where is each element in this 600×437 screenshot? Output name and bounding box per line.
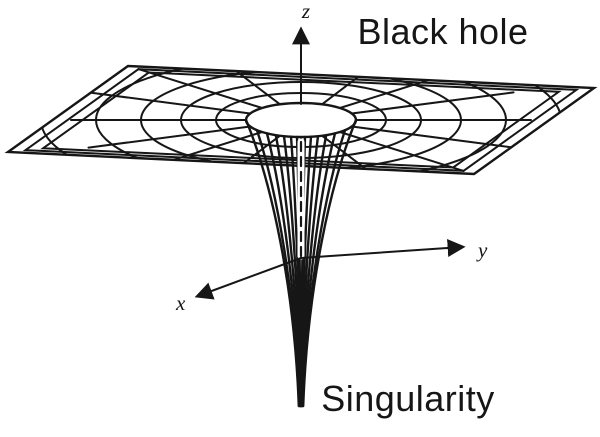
y-axis-label: y [476, 238, 488, 262]
grid-spoke [338, 131, 465, 172]
grid-spoke [212, 66, 281, 106]
sheet-grid-frame [22, 68, 580, 172]
grid-spoke [321, 66, 390, 106]
grid-spoke [350, 91, 515, 115]
y-axis-line [300, 239, 466, 259]
z-axis-label: z [301, 0, 310, 23]
grid-spoke [87, 91, 252, 115]
singularity-label: Singularity [321, 378, 495, 419]
x-axis-label: x [175, 291, 186, 315]
x-axis-line [194, 257, 302, 300]
grid-spoke [137, 68, 264, 109]
labels: z y x Black hole Singularity [175, 0, 528, 419]
grid-spoke [87, 125, 252, 149]
grid-spoke [350, 125, 515, 149]
sheet-border [4, 64, 598, 176]
black-hole-label: Black hole [357, 11, 528, 52]
sheet-grid-frame [40, 71, 562, 169]
axes [194, 26, 466, 300]
